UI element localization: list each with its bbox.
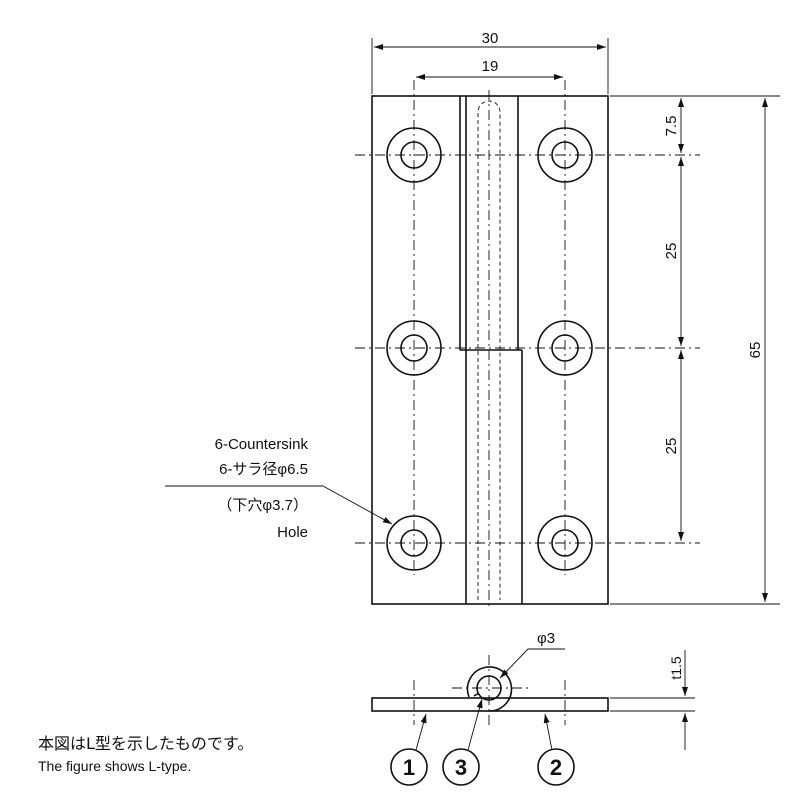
balloon-1: 1 — [390, 748, 428, 786]
balloon-3-label: 3 — [455, 755, 467, 780]
dim-65: 65 — [747, 342, 764, 359]
callout-line2: 6-サラ径φ6.5 — [219, 461, 308, 478]
balloon-1-label: 1 — [403, 755, 415, 780]
dim-19: 19 — [482, 58, 499, 75]
balloon-3: 3 — [442, 748, 480, 786]
dim-thickness: t1.5 — [668, 656, 684, 680]
countersink-holes — [355, 80, 700, 575]
dim-25-upper: 25 — [663, 243, 680, 260]
note-english: The figure shows L-type. — [38, 758, 192, 774]
dim-25-lower: 25 — [663, 438, 680, 455]
note-japanese: 本図はL型を示したものです。 — [38, 734, 254, 753]
balloon-2: 2 — [537, 748, 575, 786]
dim-30: 30 — [482, 30, 499, 47]
balloon-2-label: 2 — [550, 755, 562, 780]
hole-callout: 6-Countersink 6-サラ径φ6.5 （下穴φ3.7） Hole — [165, 436, 393, 541]
hidden-pin — [477, 100, 501, 600]
hinge-side-view: φ3 t1.5 — [371, 630, 695, 750]
part-balloons: 1 3 2 — [390, 698, 575, 786]
dimensions: 30 19 7.5 25 25 65 — [371, 30, 780, 605]
dim-pin-diameter: φ3 — [537, 630, 555, 647]
callout-line4: Hole — [277, 524, 308, 541]
callout-line1: 6-Countersink — [215, 436, 309, 453]
dim-7-5: 7.5 — [663, 116, 680, 137]
callout-line3: （下穴φ3.7） — [217, 497, 308, 514]
hinge-plan-view — [371, 90, 609, 610]
